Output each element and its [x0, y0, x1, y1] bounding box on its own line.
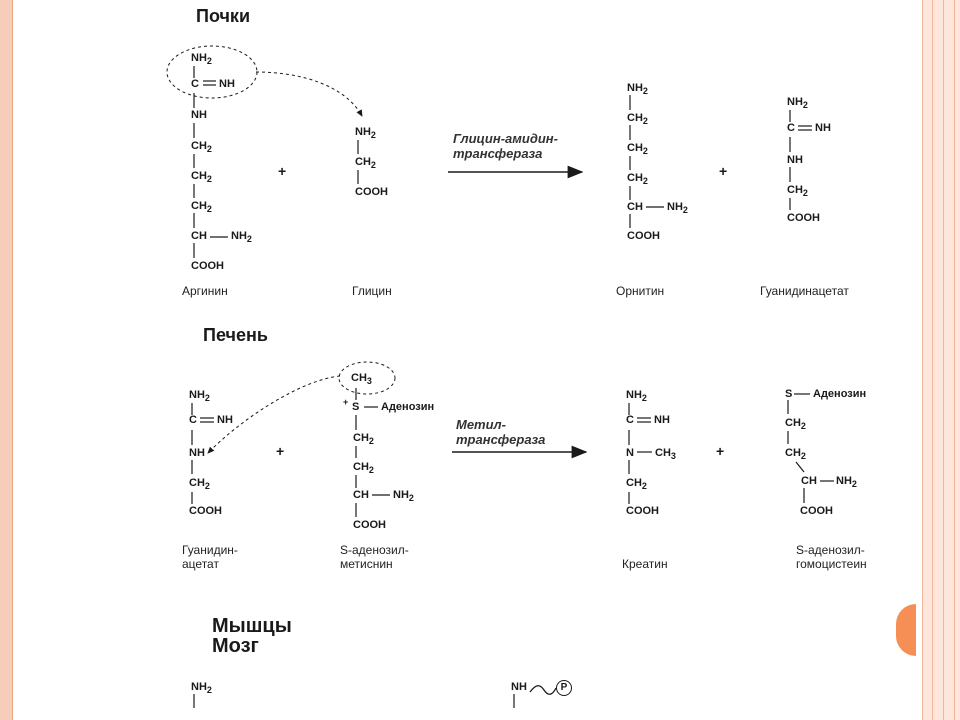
guanidinoacetate-imino: NH: [815, 122, 831, 134]
compound-label-guanidino-acetate-1: Гуанидин-: [182, 543, 238, 557]
amidino-group-highlight: [166, 45, 258, 99]
ornithine-alpha-nh2: NH2: [667, 201, 688, 215]
section-title-brain: Мозг: [212, 635, 259, 657]
guanidinoacetate2-nh: NH: [189, 447, 205, 459]
arginine-cooh: COOH: [191, 260, 224, 272]
guanidinoacetate-nh: NH: [787, 154, 803, 166]
guanidinoacetate2-cooh: COOH: [189, 505, 222, 517]
arginine-ch2: CH2: [191, 140, 212, 154]
guanidinoacetate-c: C: [787, 122, 795, 134]
guanidinoacetate2-ch2: CH2: [189, 477, 210, 491]
compound-label-guanidino-acetate-2: ацетат: [182, 557, 219, 571]
slide-frame-left: [0, 0, 13, 720]
phosphocreatine-nh: NH: [511, 681, 527, 693]
creatine-c: C: [626, 414, 634, 426]
sah-s: S: [785, 388, 793, 400]
glycine-ch2: CH2: [355, 156, 376, 170]
creatine-nh2: NH2: [626, 389, 647, 403]
methyl-transfer-arrow: [207, 375, 341, 454]
glycine-nh2: NH2: [355, 126, 376, 140]
sam-ch: CH: [353, 489, 369, 501]
sah-alpha-nh2: NH2: [836, 475, 857, 489]
ornithine-ch2: CH2: [627, 172, 648, 186]
compound-label-glycine: Глицин: [352, 284, 392, 298]
ornithine-ch: CH: [627, 201, 643, 213]
plus-sign: +: [719, 163, 728, 179]
high-energy-bond: [529, 685, 557, 695]
compound-label-sam-2: метиснин: [340, 557, 393, 571]
arginine-nh2: NH2: [191, 52, 212, 66]
compound-label-guanidinoacetate: Гуанидинацетат: [760, 284, 849, 298]
compound-label-sah-2: гомоцистеин: [796, 557, 867, 571]
sah-cooh: COOH: [800, 505, 833, 517]
enzyme-label-line1: Метил-: [456, 417, 506, 432]
compound-label-sam-1: S-аденозил-: [340, 543, 409, 557]
sah-ch2: CH2: [785, 447, 806, 461]
sah-ch2: CH2: [785, 417, 806, 431]
sah-adenosine: Аденозин: [813, 388, 867, 400]
sam-ch3: CH3: [351, 372, 372, 386]
arginine-ch2: CH2: [191, 200, 212, 214]
sam-adenosine: Аденозин: [381, 401, 435, 413]
ornithine-ch2: CH2: [627, 112, 648, 126]
ornithine-nh2: NH2: [627, 82, 648, 96]
guanidinoacetate2-nh2: NH2: [189, 389, 210, 403]
bond: [795, 461, 805, 473]
guanidinoacetate-ch2: CH2: [787, 184, 808, 198]
methyl-group-highlight: [338, 361, 396, 395]
sam-cooh: COOH: [353, 519, 386, 531]
arginine-alpha-nh2: NH2: [231, 230, 252, 244]
ornithine-ch2: CH2: [627, 142, 648, 156]
guanidinoacetate2-imino: NH: [217, 414, 233, 426]
creatine-imino: NH: [654, 414, 670, 426]
sam-charge: +: [343, 397, 349, 407]
section-title-kidney: Почки: [196, 6, 251, 26]
section-title-liver: Печень: [203, 325, 268, 345]
compound-label-arginine: Аргинин: [182, 284, 228, 298]
arginine-ch2: CH2: [191, 170, 212, 184]
sam-ch2: CH2: [353, 461, 374, 475]
arginine-nh: NH: [191, 109, 207, 121]
sam-alpha-nh2: NH2: [393, 489, 414, 503]
glycine-cooh: COOH: [355, 186, 388, 198]
sah-ch: CH: [801, 475, 817, 487]
plus-sign: +: [716, 443, 725, 459]
guanidinoacetate-cooh: COOH: [787, 212, 820, 224]
enzyme-label-line2: трансфераза: [453, 146, 543, 161]
plus-sign: +: [278, 163, 287, 179]
ornithine-cooh: COOH: [627, 230, 660, 242]
enzyme-label-line2: трансфераза: [456, 432, 546, 447]
sam-s: S: [352, 401, 360, 413]
compound-label-creatine: Креатин: [622, 557, 668, 571]
arginine-ch: CH: [191, 230, 207, 242]
section-title-muscle: Мышцы: [212, 615, 292, 637]
compound-label-ornithine: Орнитин: [616, 284, 665, 298]
compound-label-sah-1: S-аденозил-: [796, 543, 865, 557]
creatine-ch2: CH2: [626, 477, 647, 491]
phosphate-icon: P: [556, 680, 572, 696]
creatine-n: N: [626, 447, 634, 459]
slide-accent-tab: [896, 604, 916, 656]
creatine-cooh: COOH: [626, 505, 659, 517]
enzyme-label-line1: Глицин-амидин-: [453, 131, 558, 146]
slide-frame-right: [918, 0, 960, 720]
guanidinoacetate-nh2: NH2: [787, 96, 808, 110]
amidino-transfer-arrow: [255, 71, 363, 117]
guanidinoacetate2-c: C: [189, 414, 197, 426]
arginine-imino: NH: [219, 78, 235, 90]
arginine-c: C: [191, 78, 199, 90]
sam-ch2: CH2: [353, 432, 374, 446]
creatine-ch3: CH3: [655, 447, 676, 461]
creatine3-nh2: NH2: [191, 681, 212, 695]
plus-sign: +: [276, 443, 285, 459]
